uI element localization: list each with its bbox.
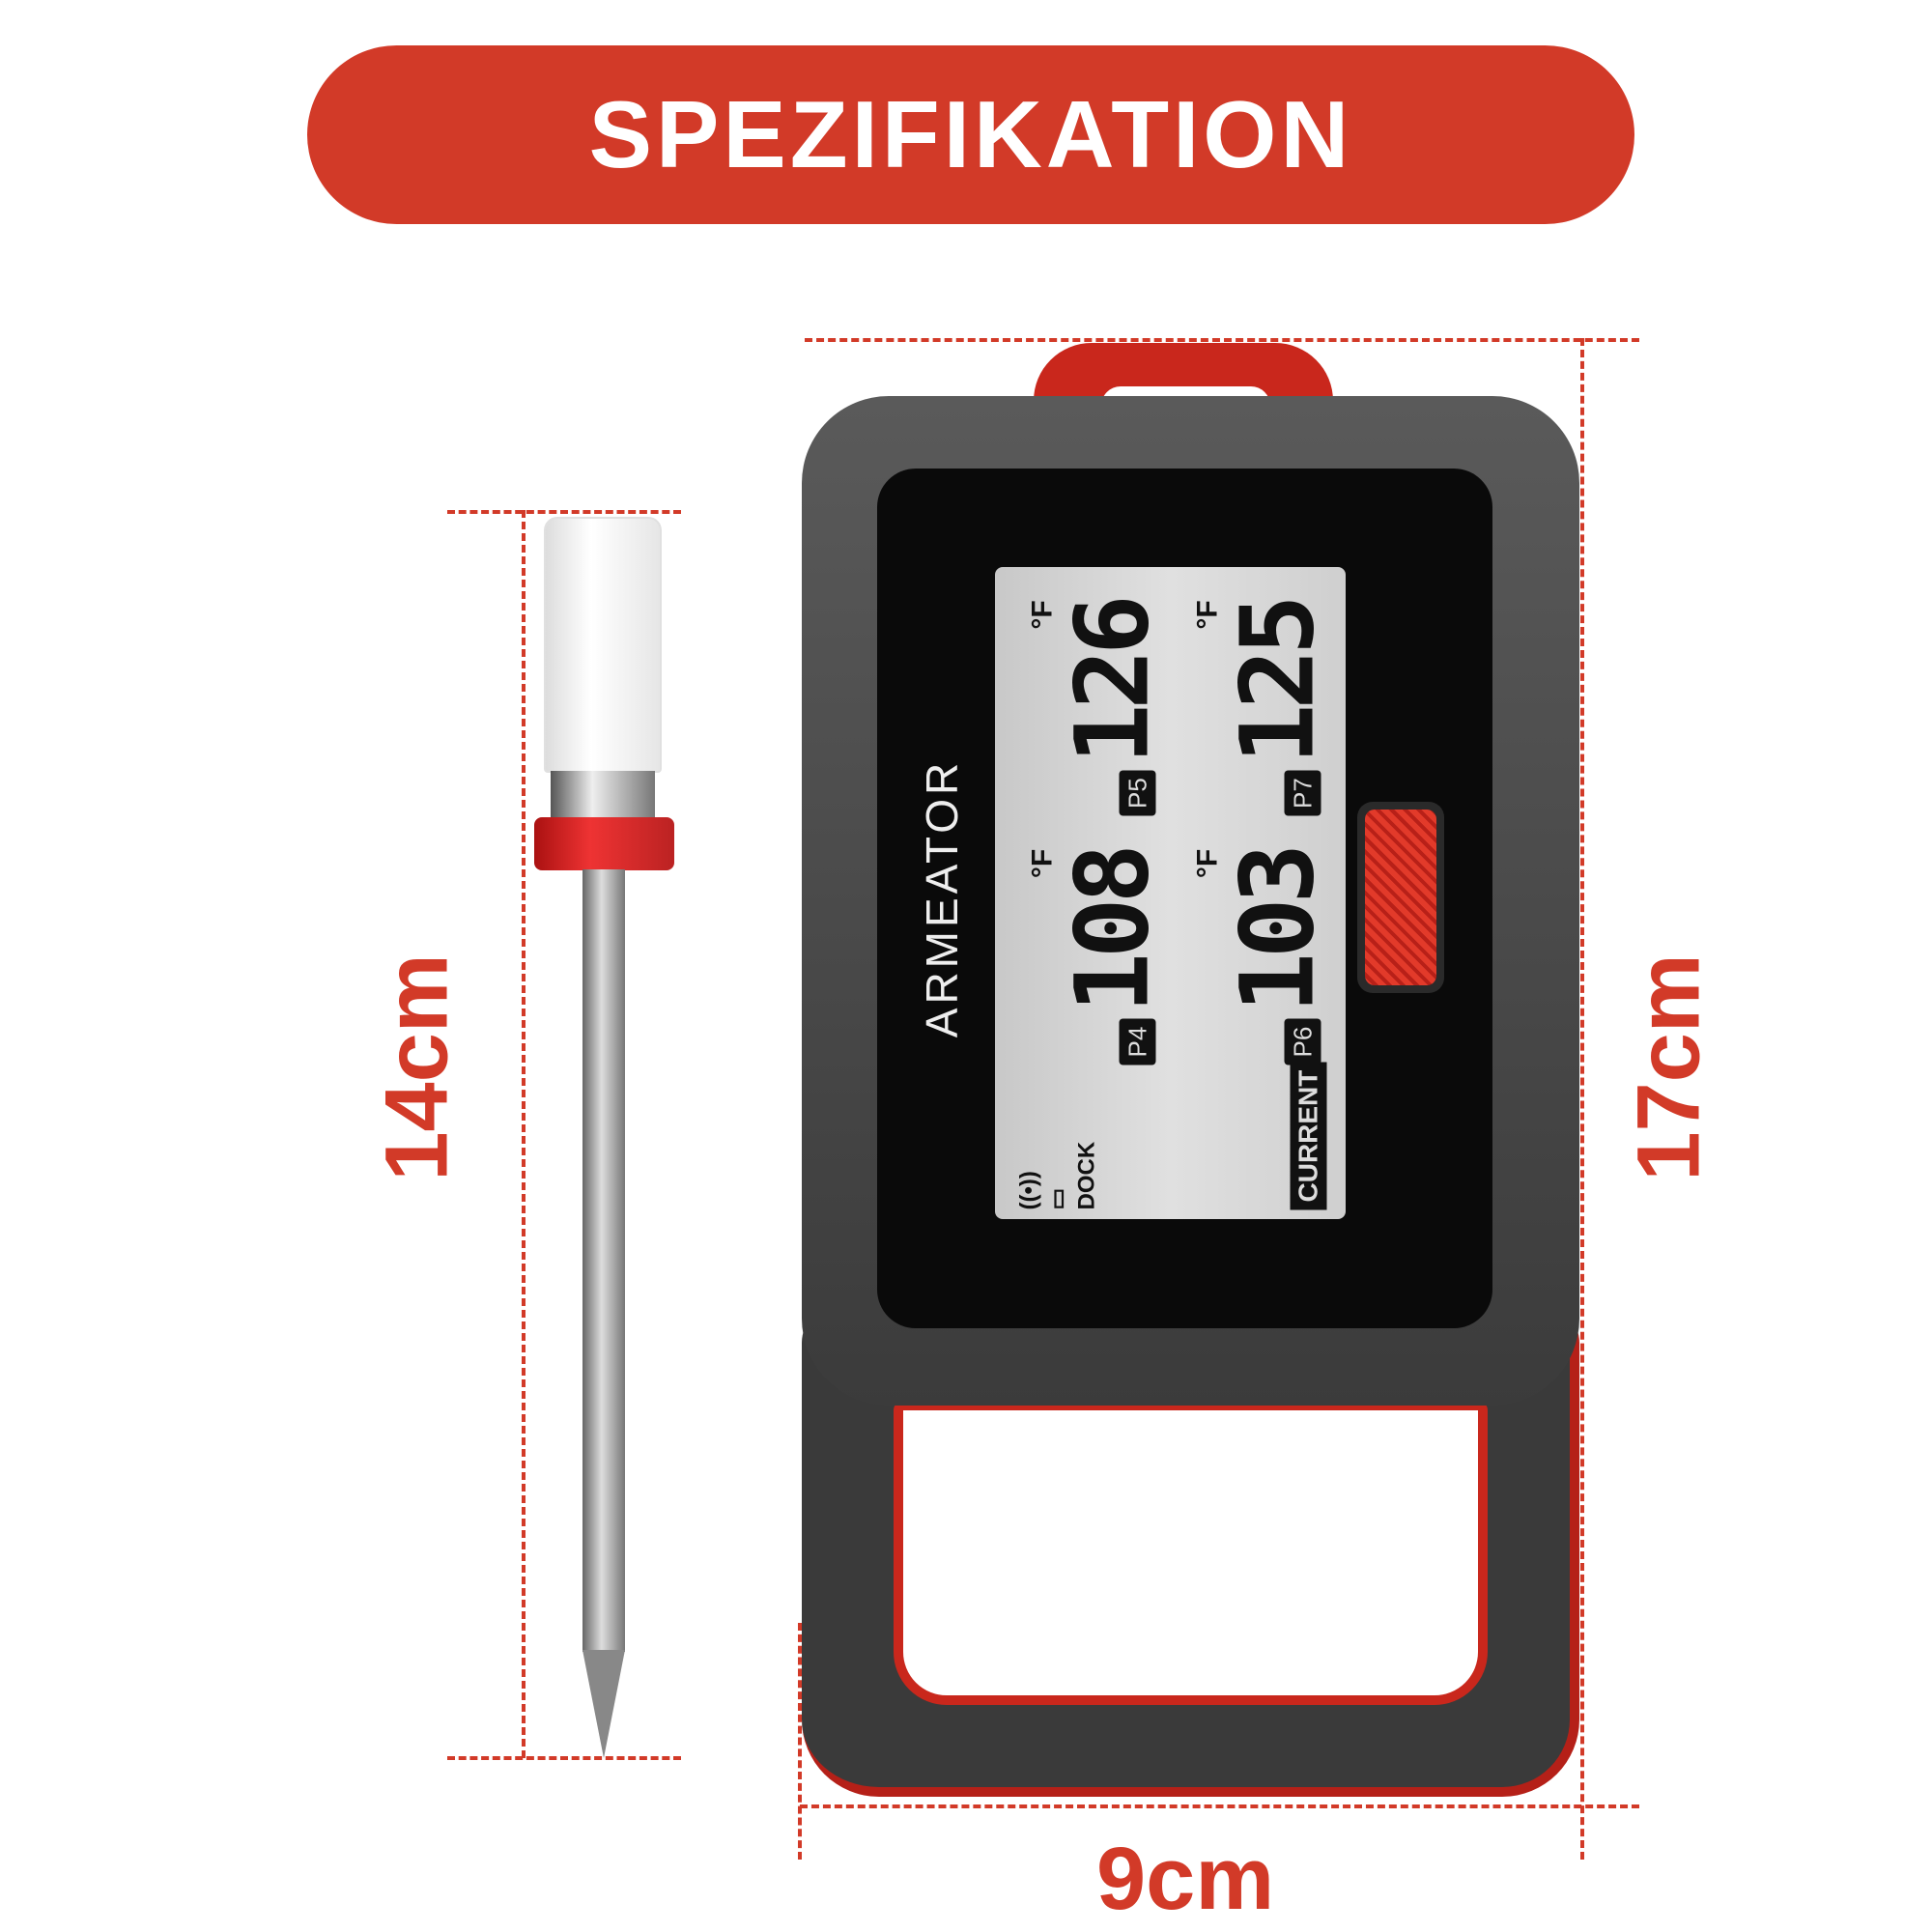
probe-handle (544, 517, 662, 773)
probe-label: P4 (1118, 1018, 1155, 1065)
probe-shaft (582, 869, 625, 1652)
brand-logo: ARMEATOR (917, 758, 967, 1038)
probe-label: P6 (1284, 1018, 1321, 1065)
probe-temp: 103 (1218, 848, 1336, 1013)
probe-collar (534, 817, 674, 870)
probe-label: P7 (1284, 769, 1321, 816)
probe-temp: 108 (1052, 848, 1171, 1013)
device-width-label: 9cm (1096, 1830, 1275, 1928)
probe-length-label: 14cm (367, 953, 467, 1181)
title-banner: SPEZIFIKATION (307, 45, 1634, 224)
device-height-label: 17cm (1619, 953, 1719, 1181)
probe-ring (551, 771, 655, 817)
dimension-line (800, 1804, 1639, 1808)
dimension-line (798, 1623, 802, 1860)
power-button[interactable] (1357, 802, 1444, 993)
dimension-line (805, 338, 1639, 342)
title: SPEZIFIKATION (588, 81, 1353, 187)
battery-icon: ▭ (1044, 1187, 1070, 1209)
probe-temp: 126 (1052, 599, 1171, 764)
dimension-line (447, 1756, 681, 1760)
probe-label: P5 (1118, 769, 1155, 816)
dimension-line (447, 510, 681, 514)
lcd-status-column: ((•)) ▭ DOCK CURRENT (1005, 1062, 1336, 1209)
mode-badge: CURRENT (1290, 1062, 1326, 1209)
dock-status: DOCK (1073, 1141, 1099, 1209)
probe-temp: 125 (1218, 599, 1336, 764)
dimension-line (1580, 338, 1584, 1860)
probe-tip (582, 1650, 625, 1758)
dimension-line (522, 510, 526, 1758)
stand-opening (894, 1401, 1488, 1705)
signal-icon: ((•)) (1015, 1170, 1041, 1209)
